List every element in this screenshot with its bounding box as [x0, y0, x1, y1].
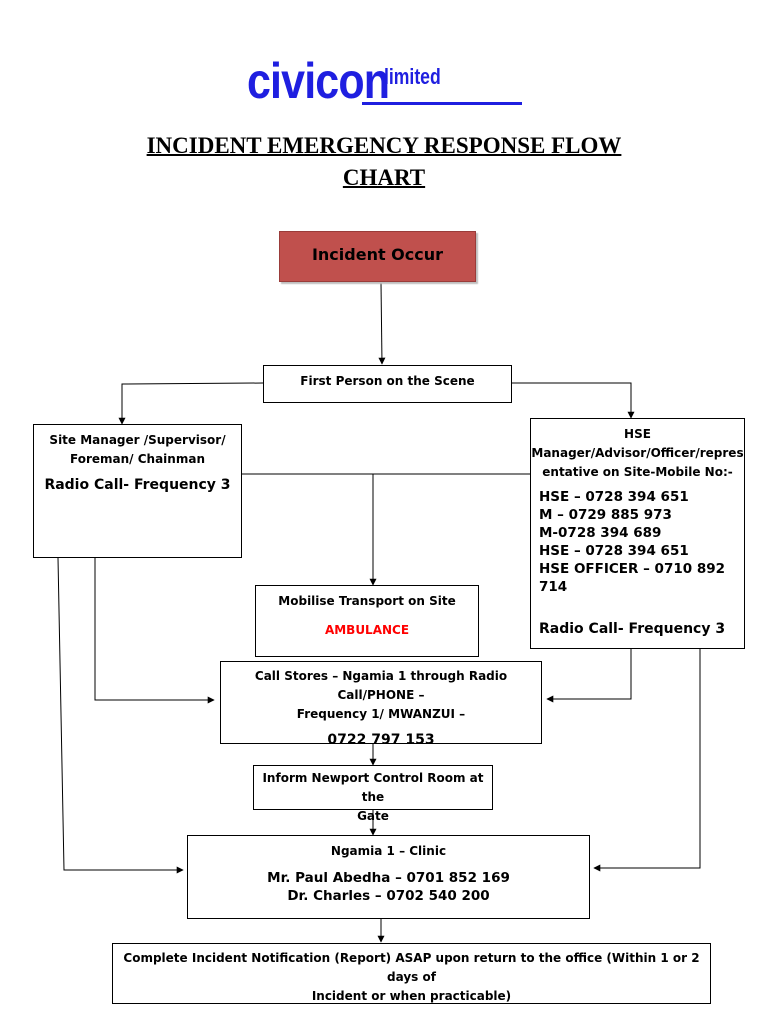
incident-occur-node: Incident Occur [279, 231, 476, 282]
first-person-node: First Person on the Scene [263, 365, 512, 403]
stores-phone: 0722 797 153 [327, 732, 435, 748]
first-person-label: First Person on the Scene [300, 374, 475, 388]
call-stores-node: Call Stores – Ngamia 1 through Radio Cal… [220, 661, 542, 748]
ambulance-label: AMBULANCE [324, 623, 410, 637]
logo-wordmark: civicon [247, 53, 390, 109]
title-line-1: INCIDENT EMERGENCY RESPONSE FLOW [146, 133, 622, 158]
hse-contact: HSE OFFICER – 0710 892 714 [539, 561, 726, 595]
transport-label: Mobilise Transport on Site [278, 594, 456, 608]
report-node: Complete Incident Notification (Report) … [112, 943, 711, 1004]
clinic-contact-2: Dr. Charles – 0702 540 200 [287, 888, 490, 904]
stores-line-2: Frequency 1/ MWANZUI – [296, 707, 466, 721]
hse-contact: M-0728 394 689 [539, 525, 662, 541]
stores-line-1: Call Stores – Ngamia 1 through Radio Cal… [254, 669, 508, 702]
control-room-line-1: Inform Newport Control Room at the [262, 771, 484, 804]
company-logo: civicon limited [247, 56, 523, 108]
site-manager-node: Site Manager /Supervisor/ Foreman/ Chain… [33, 424, 242, 558]
logo-suffix: limited [384, 64, 441, 89]
hse-contact: M – 0729 885 973 [539, 507, 672, 523]
clinic-contact-1: Mr. Paul Abedha – 0701 852 169 [267, 870, 510, 886]
arrow-hse-to-stores [546, 648, 632, 703]
logo-underline [362, 102, 522, 105]
arrow-first-person-to-site-manager [118, 382, 264, 425]
hse-line-1: HSE [624, 427, 651, 441]
page-title: INCIDENT EMERGENCY RESPONSE FLOW CHART [60, 130, 708, 194]
control-room-node: Inform Newport Control Room at the Gate [253, 765, 493, 823]
hse-contact: HSE – 0728 394 651 [539, 489, 689, 505]
site-manager-line-2: Foreman/ Chainman [70, 452, 205, 466]
arrow-incident-to-first-person [378, 282, 386, 365]
control-room-line-2: Gate [357, 809, 389, 823]
hse-contact: HSE – 0728 394 651 [539, 543, 689, 559]
hse-line-3: entative on Site-Mobile No:- [542, 465, 733, 479]
clinic-label: Ngamia 1 – Clinic [330, 844, 447, 858]
incident-occur-label: Incident Occur [311, 245, 444, 264]
hse-line-2: Manager/Advisor/Officer/repres [531, 446, 744, 460]
clinic-node: Ngamia 1 – Clinic Mr. Paul Abedha – 0701… [187, 835, 590, 919]
hse-node: HSE Manager/Advisor/Officer/repres entat… [530, 418, 745, 649]
report-line-2: Incident or when practicable) [311, 989, 512, 1003]
hse-radio: Radio Call- Frequency 3 [539, 621, 726, 637]
arrow-first-person-to-hse [511, 382, 635, 419]
arrow-site-manager-to-clinic [57, 557, 184, 874]
transport-node: Mobilise Transport on Site AMBULANCE [255, 585, 479, 657]
title-line-2: CHART [342, 165, 426, 190]
arrow-site-manager-to-stores [94, 558, 215, 704]
hse-contacts: HSE – 0728 394 651 M – 0729 885 973 M-07… [531, 488, 744, 596]
site-manager-line-1: Site Manager /Supervisor/ [49, 433, 226, 447]
arrow-hse-to-clinic [593, 648, 701, 872]
site-manager-radio: Radio Call- Frequency 3 [44, 477, 231, 493]
report-line-1: Complete Incident Notification (Report) … [123, 951, 700, 984]
